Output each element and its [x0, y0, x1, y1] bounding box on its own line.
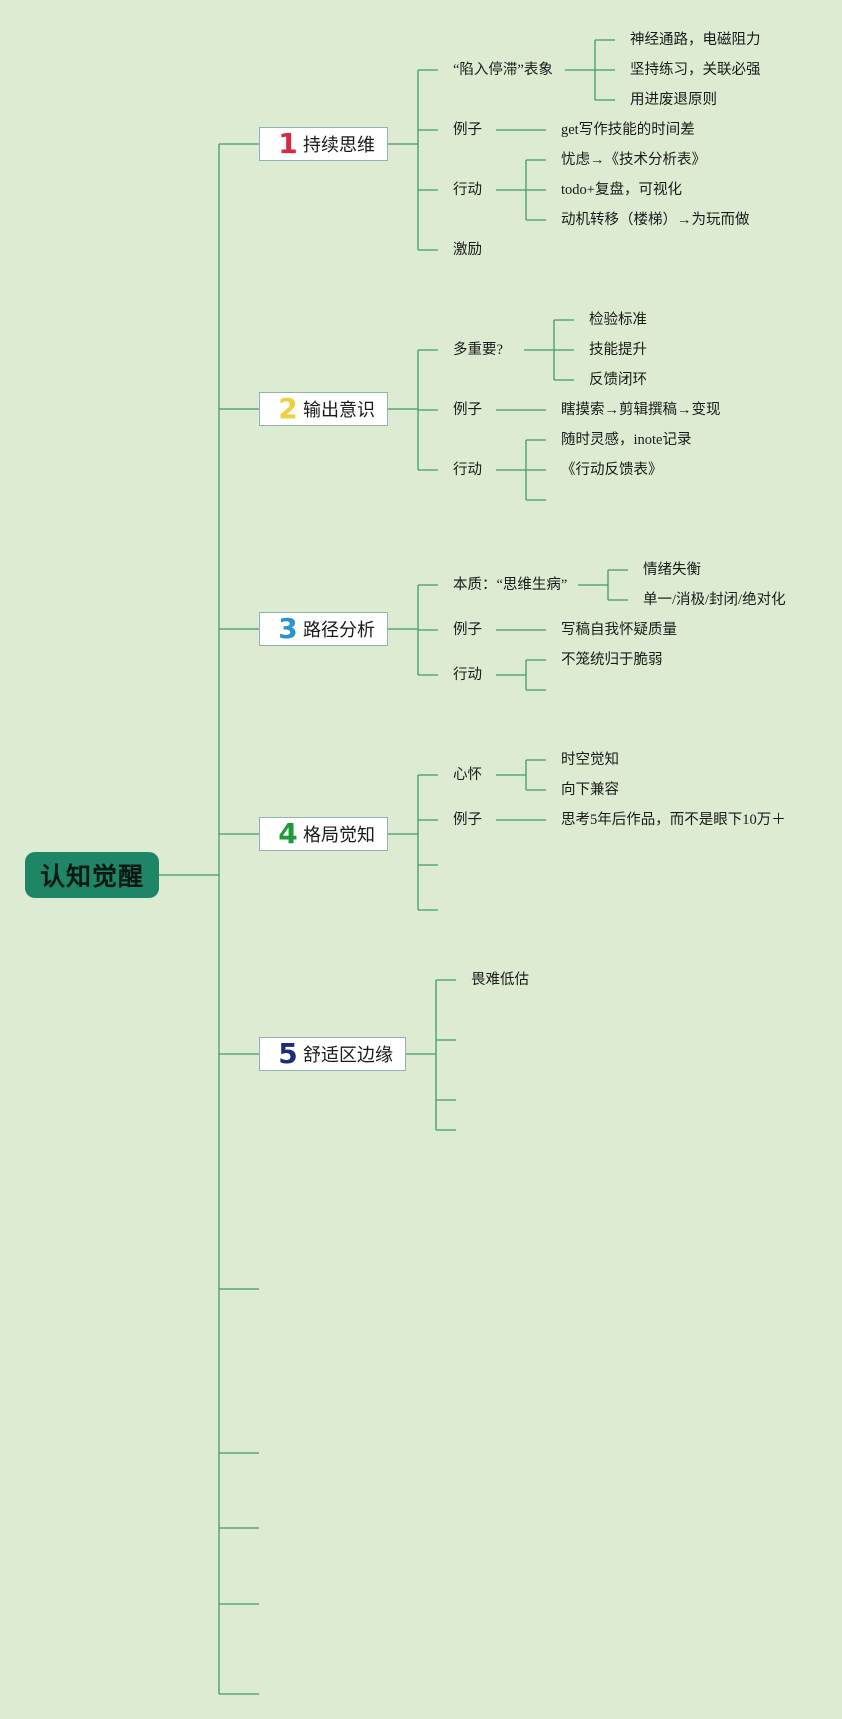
branch-label-3: 路径分析 — [303, 620, 375, 641]
leaf-4-2-1[interactable]: 思考5年后作品，而不是眼下10万＋ — [561, 812, 786, 828]
leaf-2-1-3[interactable]: 反馈闭环 — [589, 372, 647, 388]
leaf-4-1-1[interactable]: 时空觉知 — [561, 752, 619, 768]
leaf-2-3-1[interactable]: 随时灵感，inote记录 — [561, 432, 692, 448]
branch-number-1: 1 — [278, 127, 298, 160]
node-1-4[interactable]: 激励 — [453, 242, 482, 258]
branch-node-1[interactable]: 1 持续思维 — [259, 127, 388, 161]
branch-label-4: 格局觉知 — [303, 825, 375, 846]
node-2-2[interactable]: 例子 — [453, 402, 482, 418]
node-3-2[interactable]: 例子 — [453, 622, 482, 638]
leaf-4-1-2[interactable]: 向下兼容 — [561, 782, 619, 798]
node-1-2[interactable]: 例子 — [453, 122, 482, 138]
node-4-2[interactable]: 例子 — [453, 812, 482, 828]
branch-number-4: 4 — [278, 817, 298, 850]
branch-node-5[interactable]: 5 舒适区边缘 — [259, 1037, 406, 1071]
branch-number-3: 3 — [278, 612, 298, 645]
branch-label-5: 舒适区边缘 — [303, 1045, 393, 1066]
branch-number-5: 5 — [278, 1037, 298, 1070]
leaf-1-1-1[interactable]: 神经通路，电磁阻力 — [630, 32, 761, 48]
branch-node-2[interactable]: 2 输出意识 — [259, 392, 388, 426]
leaf-1-1-3[interactable]: 用进废退原则 — [630, 92, 717, 108]
leaf-2-1-2[interactable]: 技能提升 — [589, 342, 647, 358]
leaf-2-3-2[interactable]: 《行动反馈表》 — [561, 462, 663, 478]
branch-node-3[interactable]: 3 路径分析 — [259, 612, 388, 646]
leaf-1-3-1[interactable]: 忧虑→《技术分析表》 — [561, 152, 706, 168]
node-5-1[interactable]: 畏难低估 — [471, 972, 529, 988]
branch-number-2: 2 — [278, 392, 298, 425]
branch-label-1: 持续思维 — [303, 135, 375, 156]
branch-label-2: 输出意识 — [303, 400, 375, 421]
node-1-1[interactable]: “陷入停滞”表象 — [453, 62, 553, 78]
root-node[interactable]: 认知觉醒 — [25, 852, 159, 898]
node-4-1[interactable]: 心怀 — [453, 767, 482, 783]
leaf-3-1-1[interactable]: 情绪失衡 — [643, 562, 701, 578]
node-2-1[interactable]: 多重要? — [453, 342, 503, 358]
node-2-3[interactable]: 行动 — [453, 462, 482, 478]
root-label: 认知觉醒 — [39, 862, 144, 891]
node-3-1[interactable]: 本质：“思维生病” — [453, 577, 568, 593]
leaf-1-3-3[interactable]: 动机转移（楼梯）→为玩而做 — [561, 212, 750, 228]
leaf-1-3-2[interactable]: todo+复盘，可视化 — [561, 182, 682, 198]
node-3-3[interactable]: 行动 — [453, 667, 482, 683]
leaf-2-1-1[interactable]: 检验标准 — [589, 312, 647, 328]
branch-node-4[interactable]: 4 格局觉知 — [259, 817, 388, 851]
node-1-3[interactable]: 行动 — [453, 182, 482, 198]
leaf-1-2-1[interactable]: get写作技能的时间差 — [561, 122, 695, 138]
leaf-1-1-2[interactable]: 坚持练习，关联必强 — [630, 62, 761, 78]
leaf-2-2-1[interactable]: 瞎摸索→剪辑撰稿→变现 — [561, 402, 721, 418]
leaf-3-3-1[interactable]: 不笼统归于脆弱 — [561, 652, 663, 668]
leaf-3-1-2[interactable]: 单一/消极/封闭/绝对化 — [643, 592, 786, 608]
leaf-3-2-1[interactable]: 写稿自我怀疑质量 — [561, 622, 677, 638]
